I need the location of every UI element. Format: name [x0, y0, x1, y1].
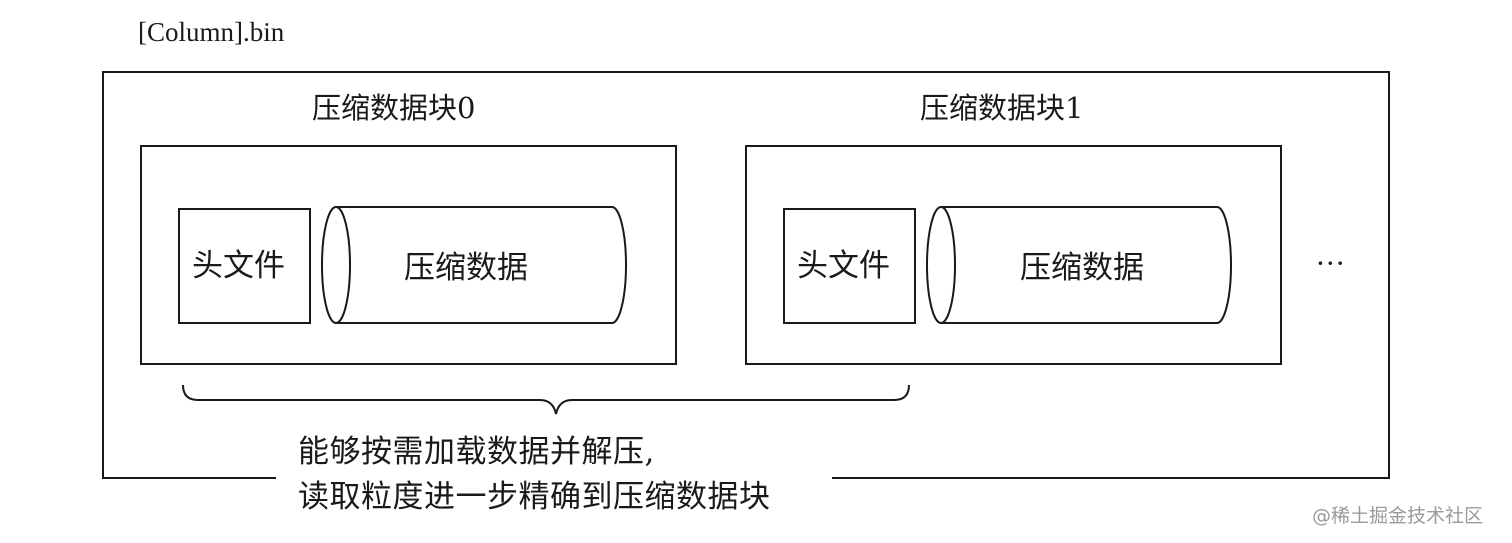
block1-title: 压缩数据块1: [920, 91, 1084, 125]
continuation-ellipsis: ···: [1316, 247, 1346, 280]
annotation-line2: 读取粒度进一步精确到压缩数据块: [298, 479, 771, 515]
block0-outline: [140, 145, 677, 365]
watermark-text: @稀土掘金技术社区: [1312, 505, 1484, 527]
block0-header-box: [178, 208, 311, 324]
block1-data-cylinder: [926, 206, 1232, 324]
block0-data-cylinder: [321, 206, 627, 324]
block1-data-label: 压缩数据: [1020, 250, 1144, 286]
block1-outline: [745, 145, 1282, 365]
block0-header-label: 头文件: [192, 248, 285, 284]
block0-data-label: 压缩数据: [404, 250, 528, 286]
block1-header-box: [783, 208, 916, 324]
annotation-line1: 能够按需加载数据并解压,: [298, 434, 655, 470]
block1-header-label: 头文件: [797, 248, 890, 284]
file-name-label: [Column].bin: [138, 17, 285, 47]
granularity-brace: [182, 384, 910, 415]
block0-title: 压缩数据块0: [312, 91, 476, 125]
file-container-outline: [102, 71, 1390, 479]
